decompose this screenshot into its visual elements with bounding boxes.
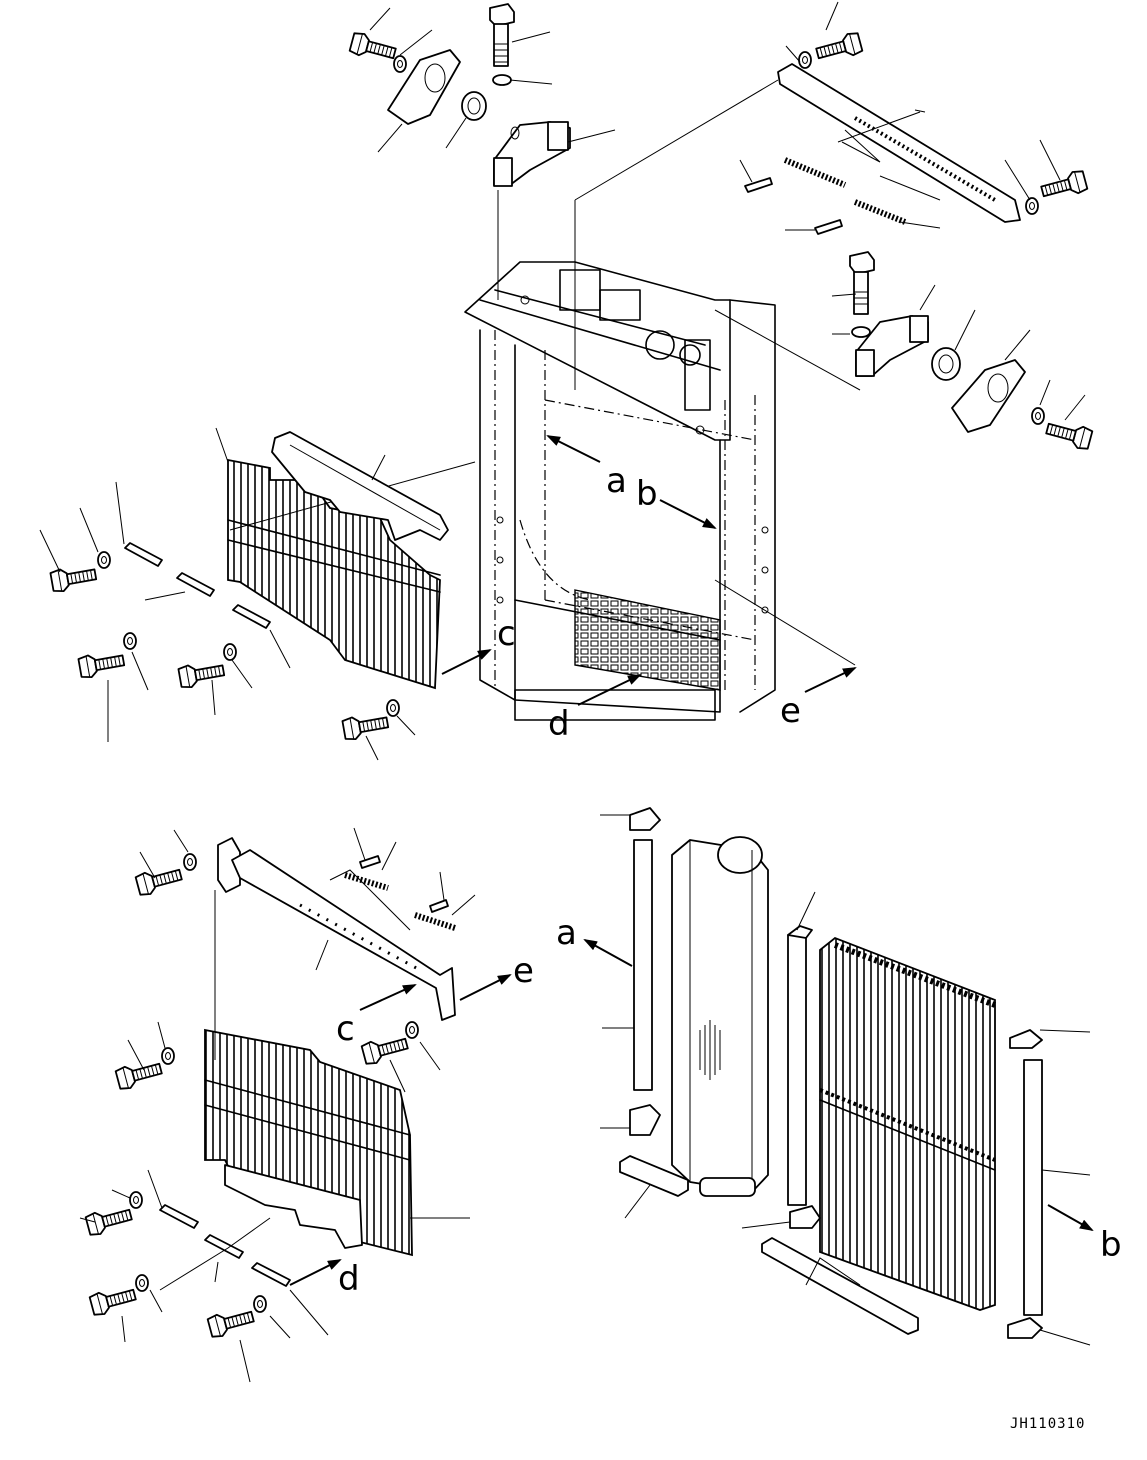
lower-left-stay-parts <box>134 827 476 1093</box>
label-b-core: b <box>1100 1225 1122 1265</box>
lower-right-core-assembly <box>600 807 1091 1346</box>
top-left-mount-parts <box>348 3 616 187</box>
label-e-main: e <box>780 691 801 731</box>
upper-left-screen-assembly <box>39 427 449 761</box>
label-b-main: b <box>636 474 658 514</box>
label-d-lower: d <box>338 1259 360 1299</box>
label-e-lower: e <box>513 951 534 991</box>
lower-left-screen-assembly <box>79 1021 470 1383</box>
top-right-stay-parts <box>739 1 1089 235</box>
reference-arrows <box>289 435 1094 1286</box>
right-mount-parts <box>831 251 1094 452</box>
label-a-main: a <box>606 461 627 501</box>
drawing-code: JH110310 <box>1010 1416 1085 1432</box>
label-c-main: c <box>497 614 516 654</box>
label-d-main: d <box>548 704 570 744</box>
label-c-lower: c <box>336 1009 355 1049</box>
radiator-frame-assembly <box>464 261 776 721</box>
label-a-core: a <box>556 913 577 953</box>
